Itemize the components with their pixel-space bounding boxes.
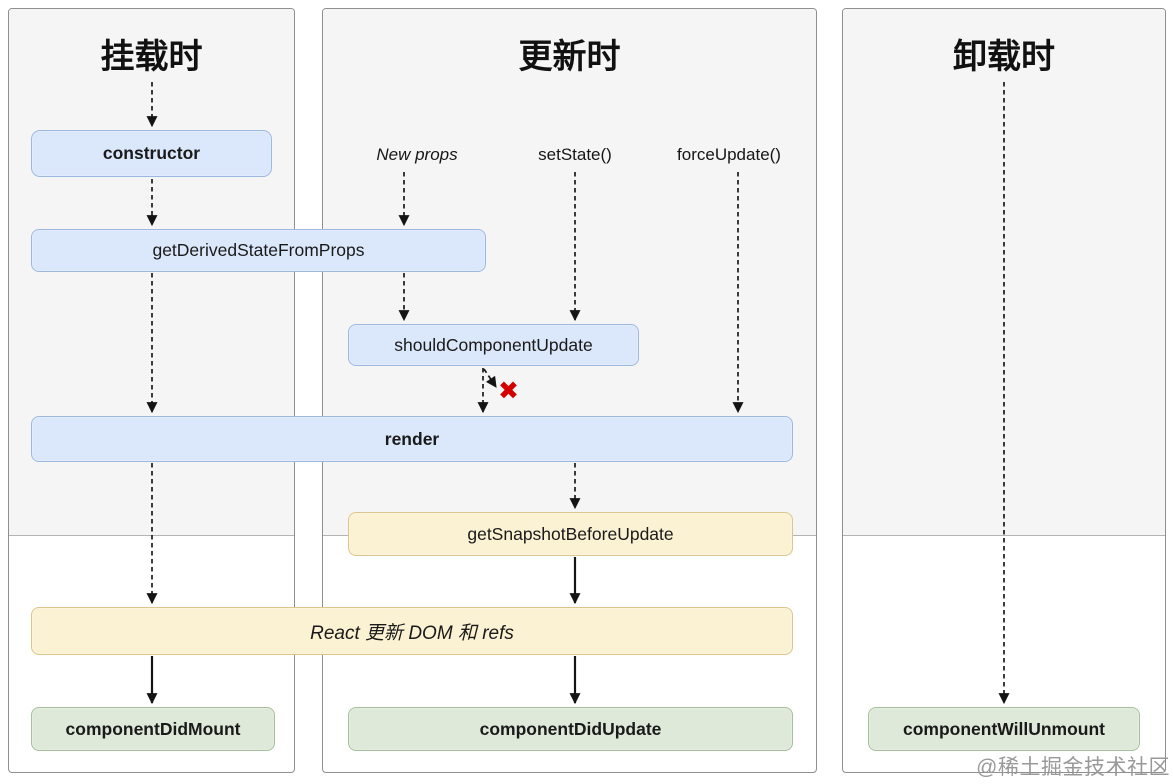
- node-render: render: [31, 416, 793, 462]
- column-title-unmounting: 卸载时: [953, 38, 1055, 76]
- trigger-set-state: setState(): [538, 145, 612, 164]
- watermark: @稀土掘金技术社区: [976, 756, 1170, 779]
- node-get-derived-state-from-props: getDerivedStateFromProps: [31, 229, 486, 272]
- update-skipped-x-icon: ✖: [498, 377, 519, 405]
- node-component-will-unmount: componentWillUnmount: [868, 707, 1140, 751]
- node-get-snapshot-before-update: getSnapshotBeforeUpdate: [348, 512, 793, 556]
- node-component-did-mount: componentDidMount: [31, 707, 275, 751]
- column-title-mounting: 挂载时: [100, 38, 203, 76]
- node-should-component-update: shouldComponentUpdate: [348, 324, 639, 366]
- node-component-did-update: componentDidUpdate: [348, 707, 793, 751]
- trigger-new-props: New props: [376, 145, 458, 164]
- column-title-updating: 更新时: [518, 38, 621, 76]
- node-react-updates-dom: React 更新 DOM 和 refs: [31, 607, 793, 655]
- node-constructor: constructor: [31, 130, 272, 177]
- edge-scu-to-skip-x: [483, 368, 497, 388]
- trigger-force-update: forceUpdate(): [677, 145, 781, 164]
- render-phase-region-unmounting: [843, 9, 1165, 536]
